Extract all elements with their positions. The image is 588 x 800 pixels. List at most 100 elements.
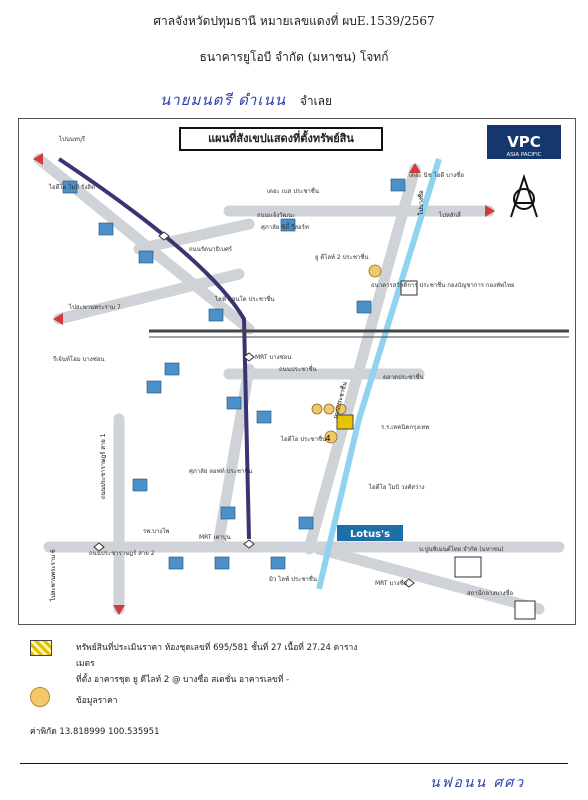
comparable-5-marker bbox=[368, 264, 382, 278]
label-school: ร.ร.เทคนิคกรุงเทพ bbox=[381, 424, 429, 431]
label-condo-g: ศุภาลัย ลอฟท์ ประชาชื่น bbox=[189, 467, 253, 475]
label-bangsue-station: สถานีกลางบางซื่อ bbox=[467, 589, 514, 597]
comparable-legend-icon bbox=[30, 687, 50, 707]
label-pracharat-sai2: ถนนประชาราษฎร์ สาย 2 bbox=[89, 549, 155, 557]
map-canvas: 4 Lotus's ไปนนทบุรี ถนนแจ้งวัฒนะ ไปหลักส… bbox=[33, 125, 569, 620]
building-icon bbox=[214, 556, 230, 570]
defendant-name-handwritten: นายมนตรี ดำเนน bbox=[160, 91, 286, 109]
subject-legend-line2: ที่ตั้ง อาคารชุด ยู ดีไลท์ 2 @ บางซื่อ ส… bbox=[76, 675, 290, 685]
road-rama7 bbox=[53, 268, 245, 325]
site-label: 4 bbox=[325, 434, 330, 443]
mrt-station-icon bbox=[243, 352, 255, 362]
defendant-line: นายมนตรี ดำเนน จำเลย bbox=[160, 88, 332, 112]
subject-property-marker bbox=[336, 414, 354, 430]
comparable-2-marker bbox=[323, 403, 335, 415]
label-prachachuen-road: ถนนประชาชื่น bbox=[279, 365, 317, 373]
building-icons bbox=[62, 178, 406, 570]
siam-cement-icon bbox=[454, 556, 482, 578]
mrt-station-icon bbox=[93, 542, 105, 552]
road-to-bangsue bbox=[313, 543, 545, 615]
building-icon bbox=[146, 380, 162, 394]
subject-legend-text: ทรัพย์สินที่ประเมินราคา ห้องชุดเลขที่ 69… bbox=[76, 640, 376, 688]
label-condo-c: ยู ดีไลท์ 2 ประชาชื่น bbox=[315, 253, 368, 261]
label-to-saphan: ไปสะพานพระราม 6 bbox=[49, 549, 57, 602]
building-icon bbox=[138, 250, 154, 264]
label-pracharat-sai1: ถนนประชาราษฎร์ สาย 1 bbox=[99, 433, 107, 499]
road-prachachuen-vertical bbox=[303, 163, 421, 555]
lotus-badge bbox=[337, 525, 403, 541]
label-rs-hospital: รพ.บางโพ bbox=[143, 527, 169, 535]
label-mrt-taopoon: MRT เตาปูน bbox=[199, 534, 231, 541]
building-icon bbox=[220, 506, 236, 520]
coordinates: ค่าพิกัด 13.818999 100.535951 bbox=[30, 727, 160, 737]
landmark-boxes bbox=[400, 280, 536, 620]
building-icon bbox=[164, 362, 180, 376]
defendant-label: จำเลย bbox=[299, 94, 333, 108]
building-icon bbox=[62, 180, 78, 194]
label-chaengwattana-road: ถนนแจ้งวัฒนะ bbox=[257, 212, 295, 219]
plaintiff-line: ธนาคารยูโอบี จำกัด (มหาชน) โจทก์ bbox=[199, 50, 389, 64]
mrt-station-icon bbox=[403, 578, 415, 588]
mrt-stations bbox=[93, 231, 415, 588]
location-map: 4 Lotus's ไปนนทบุรี ถนนแจ้งวัฒนะ ไปหลักส… bbox=[18, 118, 576, 625]
bank-icon bbox=[400, 280, 418, 296]
comparable-legend-text: ข้อมูลราคา bbox=[76, 696, 118, 706]
building-icon bbox=[168, 556, 184, 570]
mrt-line bbox=[57, 157, 251, 540]
building-icon bbox=[270, 556, 286, 570]
arrow-up-icon bbox=[409, 163, 421, 173]
station-icon bbox=[514, 600, 536, 620]
comparable-markers bbox=[311, 264, 382, 444]
label-to-bangsue: ไปบางซื่อ bbox=[417, 190, 425, 216]
building-icon bbox=[280, 218, 296, 232]
arrow-left-icon bbox=[33, 153, 43, 165]
label-condo-k: ไอดีโอ โมบิ รังสิต bbox=[48, 183, 95, 191]
building-icon bbox=[298, 516, 314, 530]
comparable-1-marker bbox=[311, 403, 323, 415]
label-to-nonthaburi: ไปนนทบุรี bbox=[58, 135, 86, 143]
label-condo-b: ศุภาลัย ซิตี้ รีสอร์ท bbox=[261, 221, 309, 231]
arrow-right-icon bbox=[485, 205, 495, 217]
label-condo-f: ไลฟ์ คอนโด ประชาชื่น bbox=[214, 295, 274, 303]
mrt-station-icon bbox=[243, 539, 255, 549]
label-siam-cement: บ.ปูนซิเมนต์ไทย จำกัด (มหาชน) bbox=[419, 545, 504, 553]
label-to-laksi: ไปหลักสี่ bbox=[438, 211, 461, 219]
vpc-logo: VPC ASIA PACIFIC bbox=[487, 125, 561, 159]
mrt-station-icon bbox=[158, 231, 170, 241]
label-condo-h: รีเจ้นท์โฮม บางซ่อน bbox=[52, 355, 104, 363]
label-rattanathibet-road: ถนนรัตนาธิเบศร์ bbox=[189, 245, 233, 253]
label-condo-d: ไอดีโอ โมบิ วงศ์สว่าง bbox=[368, 483, 425, 491]
building-icon bbox=[256, 410, 272, 424]
comparable-3-marker bbox=[335, 403, 347, 415]
label-prachachuen-market: ตลาดประชาชื่น bbox=[383, 373, 424, 381]
lotus-label: Lotus's bbox=[350, 529, 390, 540]
building-icon bbox=[356, 300, 372, 314]
label-mrt-bangsue: MRT บางซื่อ bbox=[375, 579, 408, 587]
subject-legend-swatch bbox=[30, 640, 52, 656]
building-icon bbox=[390, 178, 406, 192]
label-condo-e: เดอะ นิช ไอดี บางซื่อ bbox=[409, 171, 464, 179]
label-condo-a: เดอะ เบส ประชาชื่น bbox=[267, 187, 319, 195]
divider bbox=[20, 763, 568, 764]
label-condo-i: ไอดีโอ ประชาชื่น bbox=[280, 435, 326, 443]
building-icon bbox=[208, 308, 224, 322]
building-icon bbox=[226, 396, 242, 410]
subject-legend-line1: ทรัพย์สินที่ประเมินราคา ห้องชุดเลขที่ 69… bbox=[76, 643, 358, 669]
rail-line bbox=[149, 329, 569, 338]
logo-sub: ASIA PACIFIC bbox=[506, 152, 541, 158]
label-mrt-bangson: MRT บางซ่อน bbox=[255, 354, 291, 361]
arrow-left-icon bbox=[53, 313, 63, 325]
signature-handwritten: นฟอนน ศศว bbox=[430, 775, 526, 791]
direction-arrows bbox=[33, 153, 495, 615]
north-arrow-icon bbox=[510, 173, 538, 218]
comparable-4-marker bbox=[324, 430, 338, 444]
canal bbox=[316, 158, 442, 590]
arrow-down-icon bbox=[113, 605, 125, 615]
building-icon bbox=[132, 478, 148, 492]
logo-text: VPC bbox=[507, 133, 541, 151]
building-icon bbox=[98, 222, 114, 236]
label-bank-building: ธนาคารสวัสดิการ ประชาชื่น กองบัญชาการ กอ… bbox=[371, 281, 514, 289]
label-to-rama7: ไปสะพานพระราม 7 bbox=[68, 303, 121, 311]
map-title: แผนที่สังเขปแสดงที่ตั้งทรัพย์สิน bbox=[179, 127, 383, 151]
road-rattanathibet bbox=[133, 218, 255, 255]
